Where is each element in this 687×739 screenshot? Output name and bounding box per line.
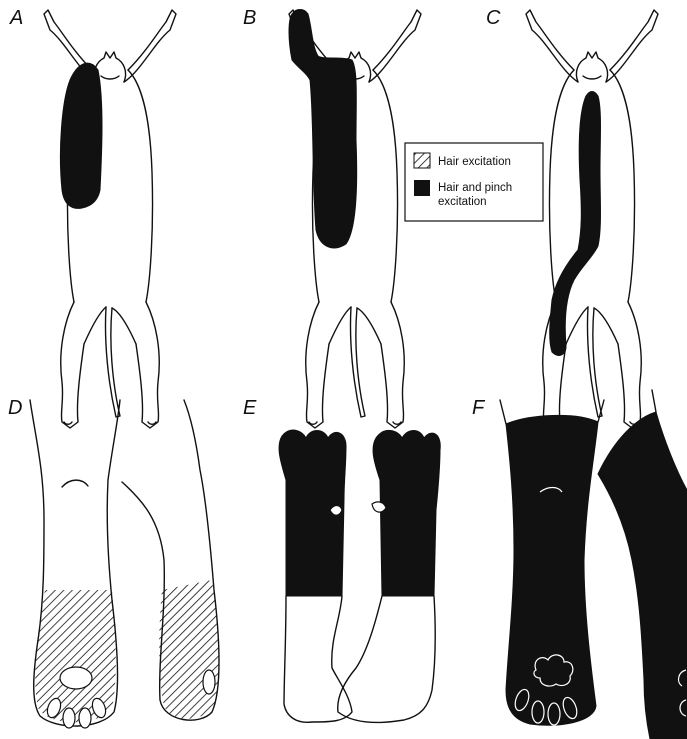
legend: Hair excitation Hair and pinch excitatio… [405, 143, 543, 221]
panel-label-b: B [243, 7, 256, 29]
limb-outline-e-right [338, 596, 436, 722]
panel-label-d: D [8, 397, 22, 419]
receptive-field-f-left [506, 415, 598, 725]
panel-d: D [8, 397, 219, 728]
panel-f: F [472, 390, 687, 739]
receptive-field-e-right [373, 430, 440, 596]
receptive-field-b [289, 10, 357, 248]
receptive-field-d-right [159, 580, 219, 719]
limb-outline-f-right [652, 390, 656, 412]
receptive-field-a [60, 63, 102, 208]
panel-label-f: F [472, 397, 486, 419]
panel-label-a: A [9, 7, 23, 29]
panel-b: B [243, 7, 421, 428]
panel-a: A [9, 7, 176, 428]
legend-hatch-swatch [414, 153, 430, 168]
legend-solid-swatch [414, 180, 430, 196]
receptive-field-f-right [598, 412, 687, 739]
limb-crease-d-left [62, 480, 88, 487]
panel-label-c: C [486, 7, 501, 29]
panel-e: E [243, 397, 440, 722]
cat-outline-a [44, 10, 176, 428]
panel-label-e: E [243, 397, 257, 419]
limb-outline-e-left [284, 596, 352, 722]
receptive-field-d-left [35, 590, 116, 722]
legend-pinch-label-line1: Hair and pinch [438, 182, 512, 194]
paw-pad-d-right [203, 670, 215, 694]
legend-pinch-label-line2: excitation [438, 196, 487, 208]
legend-hair-label: Hair excitation [438, 156, 511, 168]
